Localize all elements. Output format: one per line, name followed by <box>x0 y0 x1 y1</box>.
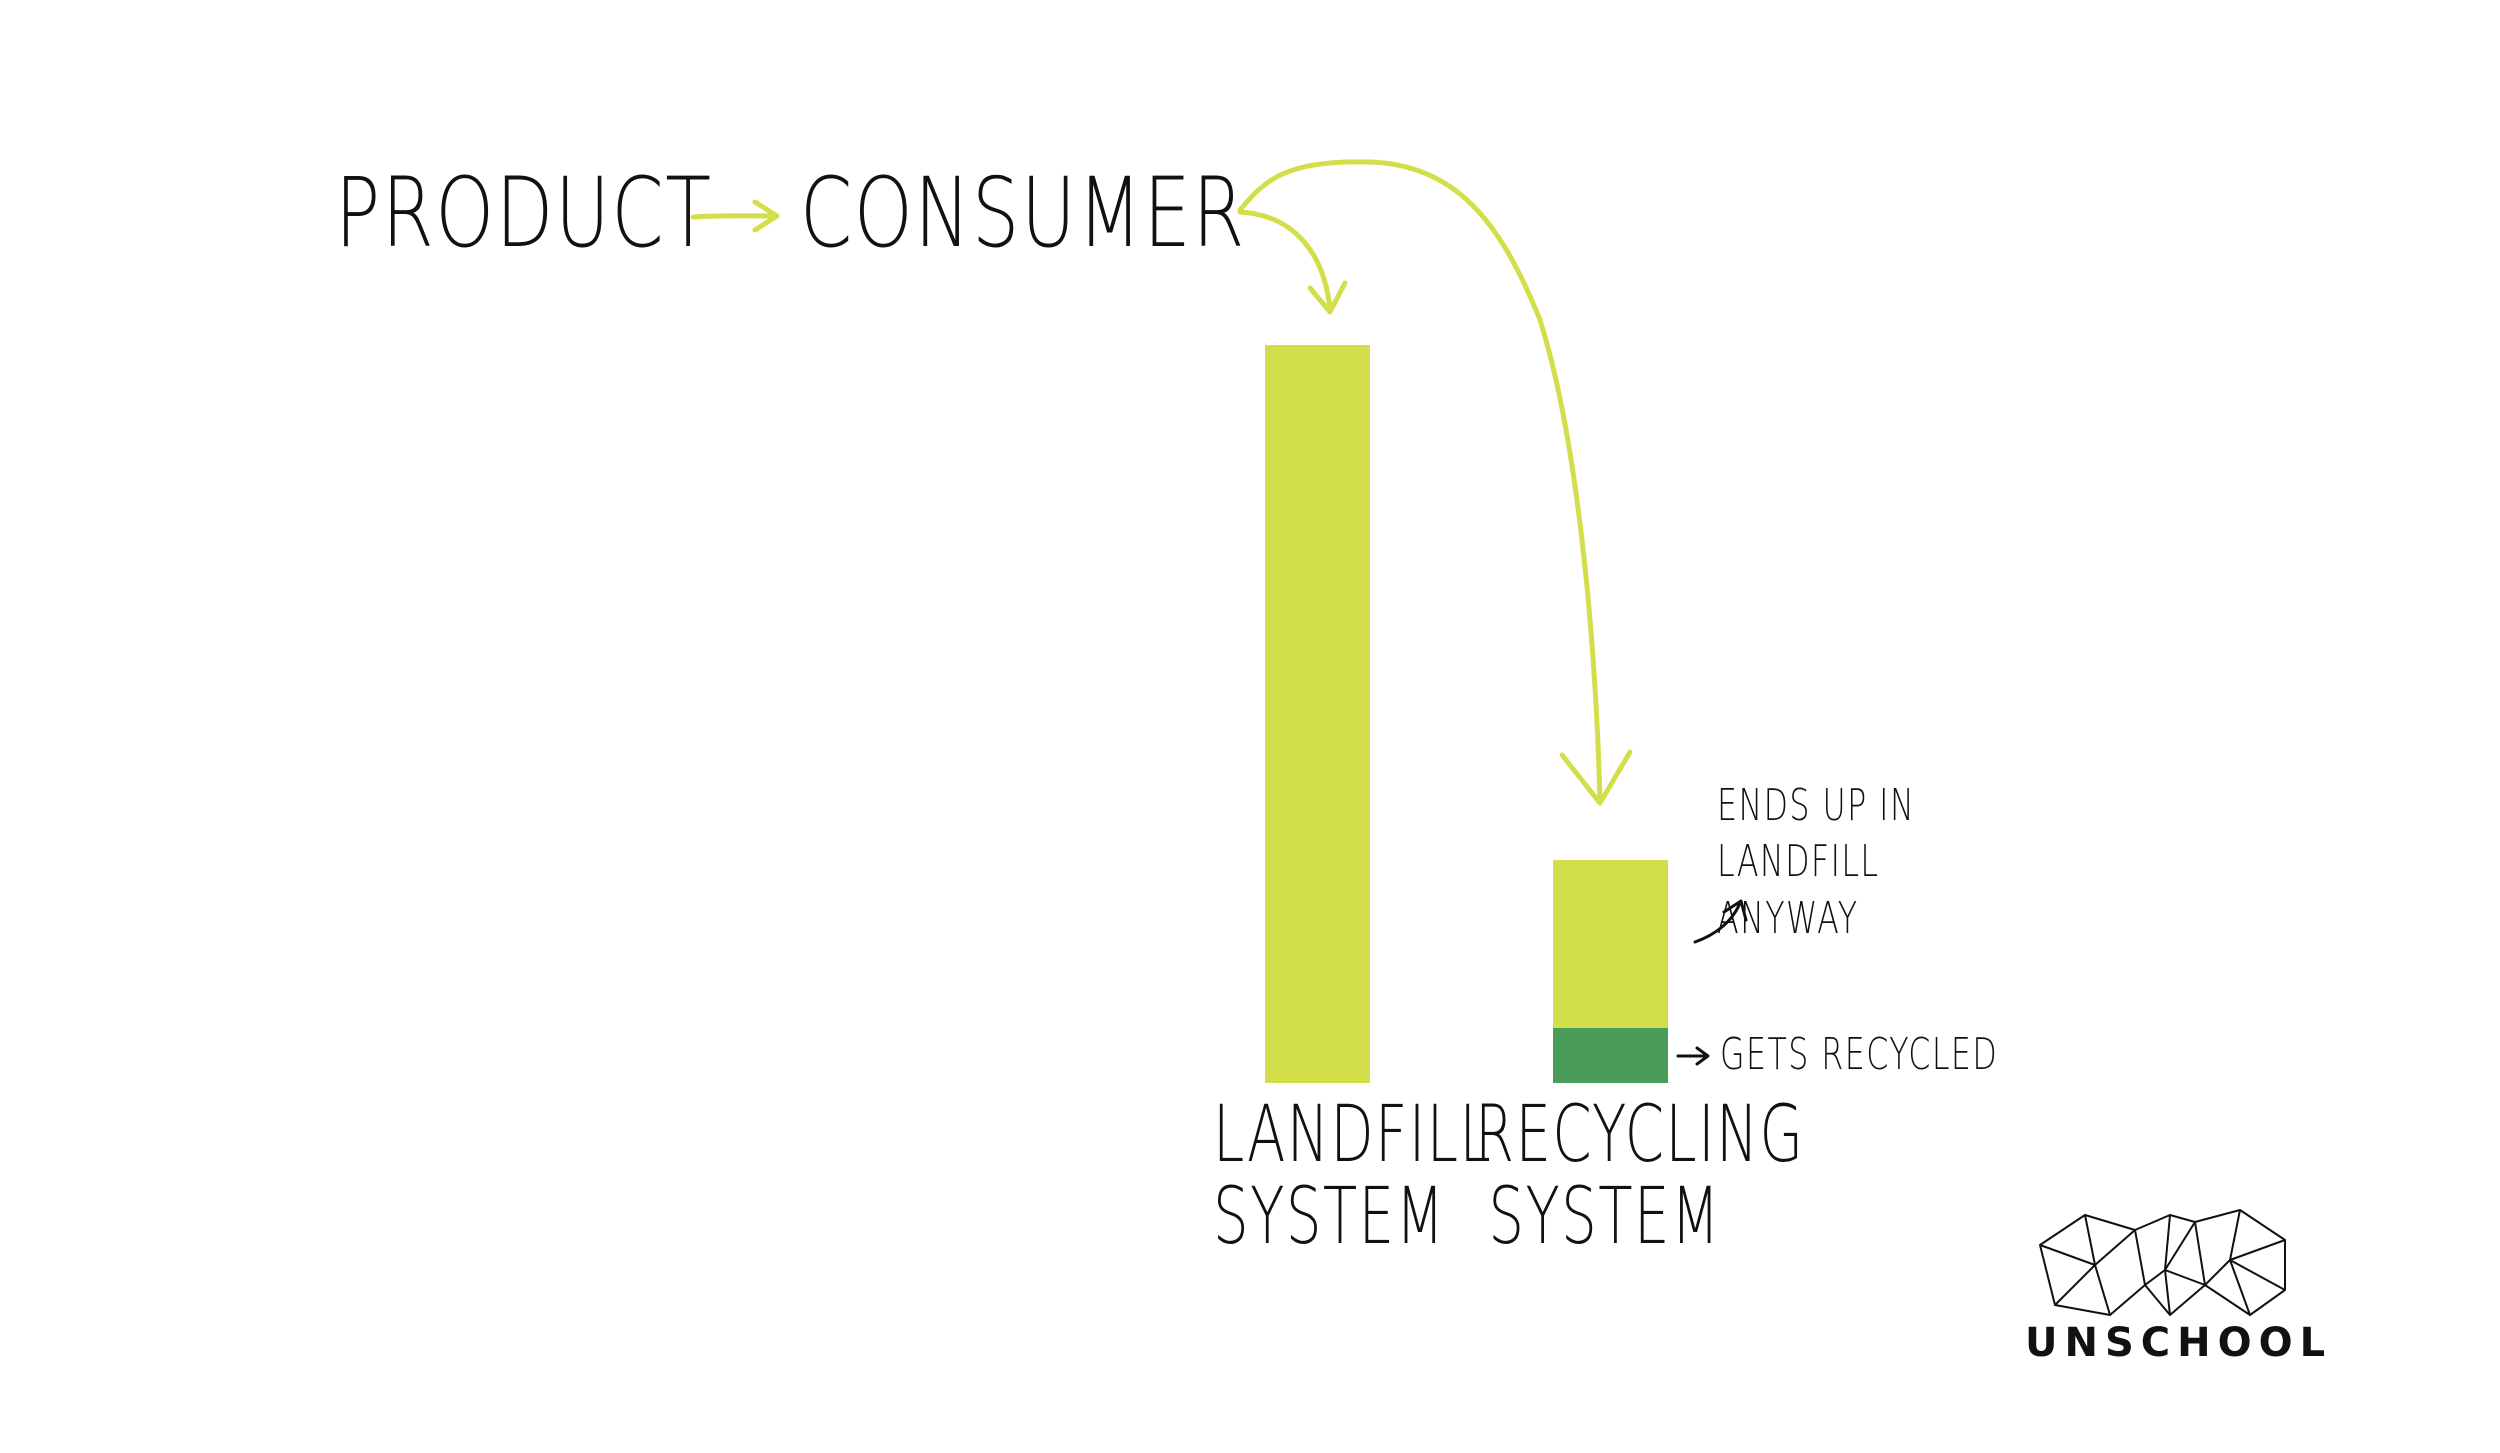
landfill-label-line2: SYSTEM <box>1213 1171 1446 1262</box>
recycling-label-line1: RECYCLING <box>1475 1090 1805 1180</box>
recycling-system-label: RECYCLING SYSTEM <box>1475 1090 1805 1262</box>
landfill-system-label: LANDFILL SYSTEM <box>1213 1090 1493 1262</box>
landfill-bar <box>1265 345 1370 1083</box>
consumer-to-landfill-arrow <box>1237 209 1348 315</box>
product-to-consumer-arrow <box>690 199 780 233</box>
gets-recycled-arrow <box>1676 1046 1710 1066</box>
recycling-label-line2: SYSTEM <box>1488 1171 1721 1262</box>
landfill-anyway-line2: LANDFILL ANYWAY <box>1717 836 1880 944</box>
unschool-logo-text: UNSCHOOL <box>2025 1320 2333 1366</box>
landfill-label-line1: LANDFILL <box>1213 1090 1493 1180</box>
landfill-anyway-annotation: ENDS UP IN LANDFILL ANYWAY <box>1717 778 2005 947</box>
geometric-crown-icon <box>2039 1209 2286 1316</box>
landfill-anyway-line1: ENDS UP IN <box>1717 780 1916 831</box>
recycling-bar-landfill-portion <box>1553 860 1668 1028</box>
gets-recycled-annotation: GETS RECYCLED <box>1720 1029 1999 1080</box>
landfill-anyway-arrow <box>1693 899 1748 944</box>
recycling-bar-recycled-portion <box>1553 1028 1668 1083</box>
consumer-label: CONSUMER <box>800 157 1247 269</box>
product-label: PRODUCT <box>335 157 713 269</box>
consumer-to-recycling-arrow <box>1237 159 1633 806</box>
